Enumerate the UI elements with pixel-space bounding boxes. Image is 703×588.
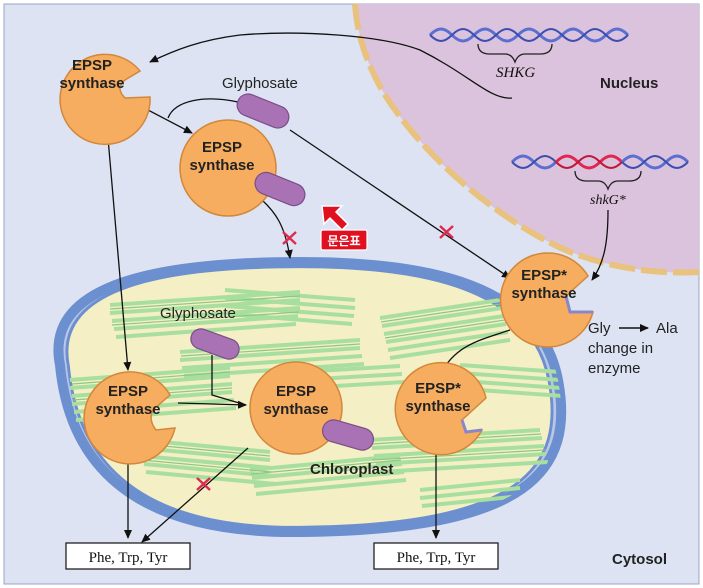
mutation-note-line1: Gly [588,320,611,337]
chloroplast-label: Chloroplast [310,461,393,478]
enzyme-cyto-bound-line2: synthase [189,157,254,174]
nucleus [352,3,700,276]
glyphosate-top-label: Glyphosate [222,75,298,92]
enzyme-cyto-bound-line1: EPSP [202,139,242,156]
glyphosate-top [236,93,290,129]
annotation-cursor-icon [321,205,350,232]
glyphosate-chloro-label: Glyphosate [160,305,236,322]
gene-brace-wild [477,43,553,64]
arrow-cyto-free-down [107,137,132,371]
gene-label-mutant: shkG* [590,193,626,208]
arrow-gene-to-enzyme [149,32,513,99]
inhibit-mark-3 [196,477,211,491]
gene-label-wild: SHKG [496,65,535,81]
annotation-tag: 문은표 [320,229,368,251]
arrow-glyphosate-to-mutant [289,129,511,279]
arrow-chloro-free-to-bound [177,400,247,409]
enzyme-chloro-bound-line2: synthase [263,401,328,418]
inhibit-mark-1 [282,231,297,245]
dna-helix-mutant [510,154,690,170]
enzyme-cyto-mutant: EPSP*synthase [499,252,594,348]
arrow-glyphosate-to-enzyme [167,98,239,119]
product-left-label: Phe, Trp, Tyr [89,550,168,566]
enzyme-cyto-free-line2: synthase [59,75,124,92]
enzyme-cyto-mutant-line1: EPSP* [521,267,567,284]
dna-helix-wild [428,27,630,43]
inhibit-mark-2 [439,225,454,239]
enzyme-chloro-mutant-line2: synthase [405,398,470,415]
mutation-note-line3: enzyme [588,360,641,377]
arrow-mutantgene-to-enzyme [591,209,609,281]
annotation-tag-label: 문은표 [327,234,360,248]
product-box-right: Phe, Trp, Tyr [373,542,499,570]
enzyme-chloro-free-line2: synthase [95,401,160,418]
arrow-chloro-glyphosate-to-enzyme [211,355,247,406]
gene-brace-mutant [574,170,642,191]
enzyme-cyto-free-line1: EPSP [72,57,112,74]
enzyme-cyto-mutant-line2: synthase [511,285,576,302]
enzyme-chloro-bound-line1: EPSP [276,383,316,400]
pathway-arrows [107,32,609,543]
svg-text:EPSP*synthase: EPSP*synthase [511,267,576,302]
inhibition-marks [196,225,454,491]
mutation-note-line1b: Ala [656,320,678,337]
cytosol-label: Cytosol [612,551,667,568]
nucleus-label: Nucleus [600,75,658,92]
enzyme-chloro-mutant-line1: EPSP* [415,380,461,397]
product-right-label: Phe, Trp, Tyr [397,550,476,566]
arrow-bound-to-chloro [261,199,293,259]
svg-text:EPSP*synthase: EPSP*synthase [405,380,470,415]
arrow-chloro-bound-to-product [141,447,249,543]
product-box-left: Phe, Trp, Tyr [65,542,191,570]
glyphosate-chloro [190,328,240,360]
mutation-note-line2: change in [588,340,653,357]
enzyme-chloro-mutant: EPSP*synthase [394,361,487,456]
enzyme-chloro-free-line1: EPSP [108,383,148,400]
